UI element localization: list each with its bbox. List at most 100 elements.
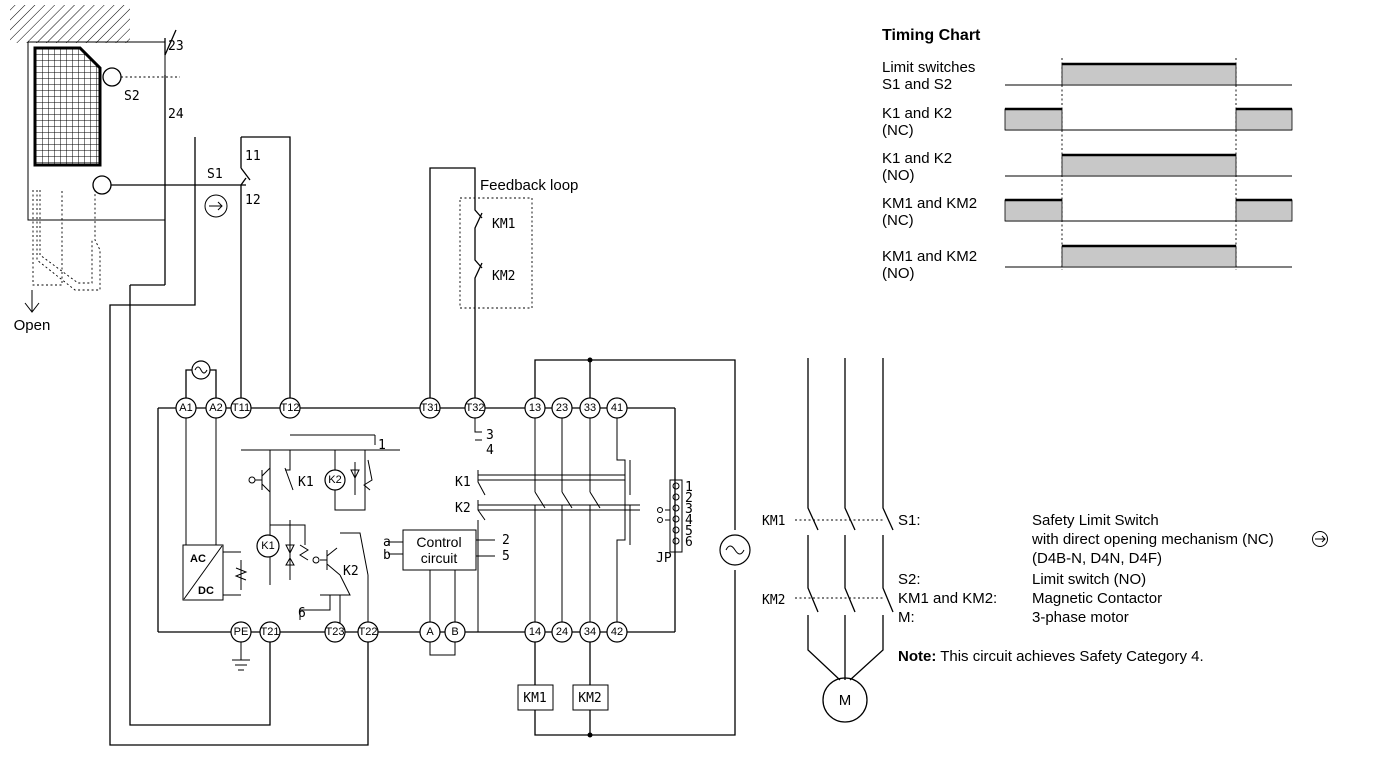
open-label: Open <box>14 317 51 334</box>
svg-text:2: 2 <box>502 533 510 548</box>
svg-text:KM2: KM2 <box>578 691 601 706</box>
svg-text:b: b <box>383 548 391 563</box>
svg-text:6: 6 <box>298 606 306 621</box>
svg-text:DC: DC <box>198 585 214 597</box>
timing-row-km-no: KM1 and KM2 (NO) <box>882 244 1292 282</box>
terminal-23: 23 <box>551 397 573 419</box>
svg-text:(NC): (NC) <box>882 212 914 229</box>
svg-text:(NO): (NO) <box>882 167 915 184</box>
safety-limit-switch-s1: 11 12 S1 <box>204 136 291 408</box>
svg-text:T21: T21 <box>261 626 280 638</box>
terminal-34: 34 <box>579 621 601 643</box>
svg-text:A: A <box>426 626 434 638</box>
k1-contact-label: K1 <box>298 475 314 490</box>
legend-s1-key: S1: <box>898 512 921 529</box>
terminal-T31: T31 <box>419 397 441 419</box>
terminal-T21: T21 <box>259 621 281 643</box>
svg-text:14: 14 <box>529 626 541 638</box>
svg-text:1: 1 <box>685 480 693 495</box>
timing-chart: Timing Chart Limit switches S1 and S2 K1… <box>882 27 1293 282</box>
svg-text:KM1 and KM2: KM1 and KM2 <box>882 248 977 265</box>
svg-text:K1: K1 <box>455 475 471 490</box>
svg-text:Control: Control <box>416 534 461 550</box>
door-panel-closed <box>33 46 102 167</box>
svg-text:(NC): (NC) <box>882 122 914 139</box>
s2-terminal-23: 23 <box>168 39 184 54</box>
svg-text:B: B <box>451 626 458 638</box>
motor-m <box>822 677 868 723</box>
s1-terminal-11: 11 <box>245 149 261 164</box>
terminal-T22: T22 <box>357 621 379 643</box>
terminal-B: B <box>444 621 466 643</box>
svg-text:T23: T23 <box>326 626 345 638</box>
svg-text:Limit switch (NO): Limit switch (NO) <box>1032 571 1146 588</box>
legend-note: Note: This circuit achieves Safety Categ… <box>898 648 1204 665</box>
svg-text:3-phase motor: 3-phase motor <box>1032 609 1129 626</box>
svg-text:K2: K2 <box>328 474 341 486</box>
svg-text:41: 41 <box>611 402 623 414</box>
terminal-14: 14 <box>524 621 546 643</box>
feedback-loop: Feedback loop KM1 KM2 <box>429 167 578 408</box>
feedback-loop-label: Feedback loop <box>480 177 578 194</box>
terminal-42: 42 <box>606 621 628 643</box>
svg-text:PE: PE <box>234 626 249 638</box>
svg-text:KM1 and KM2: KM1 and KM2 <box>882 195 977 212</box>
svg-text:KM1: KM1 <box>523 691 546 706</box>
jp-jumper-block <box>669 479 683 553</box>
motor-circuit: KM1 KM2 M <box>762 358 894 723</box>
ac-dc-converter <box>182 544 224 601</box>
terminal-T32: T32 <box>464 397 486 419</box>
svg-text:T11: T11 <box>232 402 250 414</box>
legend-s2-key: S2: <box>898 571 921 588</box>
svg-text:4: 4 <box>486 443 494 458</box>
svg-text:24: 24 <box>556 626 568 638</box>
km1-main-contacts-label: KM1 <box>762 514 785 529</box>
timing-row-limit-switches: Limit switches S1 and S2 <box>882 59 1292 93</box>
terminal-24: 24 <box>551 621 573 643</box>
door-guard: Open <box>10 5 246 334</box>
svg-text:34: 34 <box>584 626 596 638</box>
s1-label: S1 <box>207 167 223 182</box>
svg-text:(D4B-N, D4N, D4F): (D4B-N, D4N, D4F) <box>1032 550 1162 567</box>
terminal-T12: T12 <box>279 397 301 419</box>
terminal-13: 13 <box>524 397 546 419</box>
outer-wiring: KM1 KM2 <box>109 137 751 746</box>
k1-coil <box>256 534 280 558</box>
svg-text:2: 2 <box>685 491 693 506</box>
timing-row-km-nc: KM1 and KM2 (NC) <box>882 195 1293 229</box>
svg-text:33: 33 <box>584 402 596 414</box>
svg-text:K1: K1 <box>261 540 274 552</box>
svg-text:with direct opening mechanism: with direct opening mechanism (NC) <box>1031 531 1274 548</box>
terminals-bottom: PE T21 T23 T22 A B 14 24 34 42 <box>230 621 628 643</box>
feedback-loop-box <box>459 197 533 309</box>
wall-hatch <box>10 5 130 43</box>
timing-chart-title: Timing Chart <box>882 27 981 44</box>
svg-text:3: 3 <box>486 428 494 443</box>
svg-text:K1 and K2: K1 and K2 <box>882 150 952 167</box>
legend: S1: Safety Limit Switch with direct open… <box>898 512 1328 665</box>
svg-text:S1 and S2: S1 and S2 <box>882 76 952 93</box>
svg-text:3: 3 <box>685 502 693 517</box>
svg-text:6: 6 <box>685 535 693 550</box>
jp-label: JP <box>656 551 672 566</box>
terminal-A1: A1 <box>175 397 197 419</box>
km2-main-contacts-label: KM2 <box>762 593 785 608</box>
terminal-T11: T11 <box>230 397 252 419</box>
limit-switch-s2: 23 24 S2 <box>124 29 184 286</box>
legend-m-key: M: <box>898 609 915 626</box>
svg-text:circuit: circuit <box>421 550 458 566</box>
svg-text:a: a <box>383 535 391 550</box>
feedback-km1-label: KM1 <box>492 217 515 232</box>
terminals-top: A1 A2 T11 T12 T31 T32 13 23 33 41 <box>175 397 628 419</box>
svg-text:K2: K2 <box>455 501 471 516</box>
svg-text:5: 5 <box>685 524 693 539</box>
svg-text:42: 42 <box>611 626 623 638</box>
s2-actuator <box>102 67 122 87</box>
s2-label: S2 <box>124 89 140 104</box>
svg-text:T22: T22 <box>359 626 378 638</box>
svg-text:T32: T32 <box>466 402 485 414</box>
svg-text:T12: T12 <box>281 402 300 414</box>
svg-text:1: 1 <box>378 438 386 453</box>
svg-text:(NO): (NO) <box>882 265 915 282</box>
